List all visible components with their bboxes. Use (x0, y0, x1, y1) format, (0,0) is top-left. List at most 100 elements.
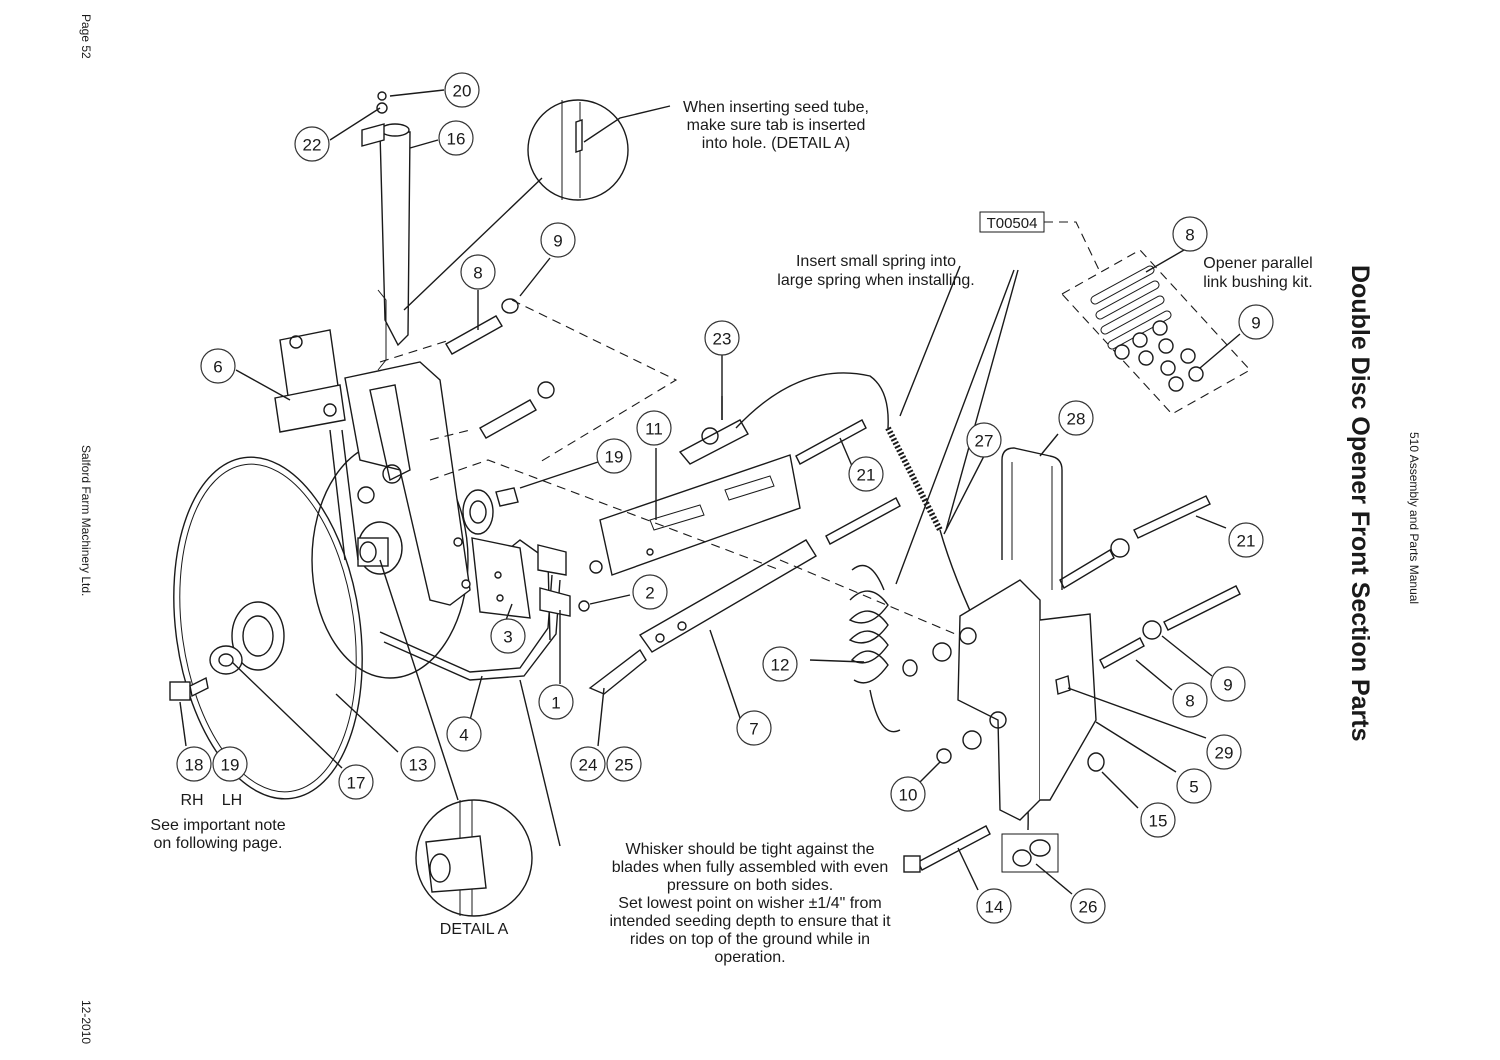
svg-text:make sure tab is inserted: make sure tab is inserted (687, 117, 866, 134)
callout-bubble: 24 (570, 746, 606, 782)
hub-bolt (169, 676, 209, 701)
callout-circle (400, 746, 436, 782)
callout-circle (294, 126, 330, 162)
svg-text:Whisker should be tight agains: Whisker should be tight against the (625, 841, 874, 858)
note-small-spring: Insert small spring into large spring wh… (777, 253, 974, 289)
callout-bubble: 21 (848, 456, 884, 492)
callout-bubble: 13 (400, 746, 436, 782)
callout-bubble: 9 (540, 222, 576, 258)
callout-circle (446, 716, 482, 752)
note-bushing-kit: Opener parallel link bushing kit. (1203, 255, 1312, 291)
leader-lines (179, 89, 1241, 895)
callout-circle (848, 456, 884, 492)
callout-bubble: 23 (704, 320, 740, 356)
svg-text:intended seeding depth to ensu: intended seeding depth to ensure that it (609, 913, 891, 930)
callout-bubble: 27 (966, 422, 1002, 458)
callout-bubble: 20 (444, 72, 480, 108)
callout-bubble: 2 (632, 574, 668, 610)
callout-bubble: 29 (1206, 734, 1242, 770)
callout-number: 1 (551, 694, 560, 713)
callout-number: 19 (221, 756, 240, 775)
front-disc-blade (173, 456, 363, 800)
callout-bubble: 14 (976, 888, 1012, 924)
callout-number: 8 (1185, 226, 1194, 245)
detail-a-circle (379, 559, 533, 917)
callout-number: 12 (771, 656, 790, 675)
callout-circle (1228, 522, 1264, 558)
company-name: Salford Farm Machinery Ltd. (79, 445, 93, 596)
callout-bubble: 9 (1210, 666, 1246, 702)
callout-number: 11 (645, 420, 663, 439)
callout-circle (606, 746, 642, 782)
callout-number: 24 (579, 756, 598, 775)
callout-bubble: 19 (212, 746, 248, 782)
svg-text:LH: LH (222, 792, 242, 809)
note-whisker: Whisker should be tight against the blad… (609, 841, 891, 966)
callout-bubble: 15 (1140, 802, 1176, 838)
callout-number: 5 (1189, 778, 1198, 797)
depth-adjust-plate (599, 454, 801, 576)
upper-bushings (445, 298, 555, 439)
callout-bubble: 12 (762, 646, 798, 682)
callout-number: 8 (1185, 692, 1194, 711)
svg-text:large spring when installing.: large spring when installing. (777, 272, 974, 289)
note-blade-sides: RH LH (180, 792, 242, 809)
callout-number: 14 (985, 898, 1004, 917)
callout-number: 18 (185, 756, 204, 775)
callout-circle (704, 320, 740, 356)
detail-top-circle (403, 99, 629, 311)
whisker (379, 539, 561, 681)
callout-bubble: 28 (1058, 400, 1094, 436)
callout-bubble: 4 (446, 716, 482, 752)
pivot-bolt (903, 825, 1059, 873)
callout-number: 3 (503, 628, 512, 647)
callout-circle (1210, 666, 1246, 702)
svg-text:on following page.: on following page. (154, 835, 283, 852)
callout-number: 26 (1079, 898, 1098, 917)
depth-handle (678, 396, 749, 465)
assembly-lines (379, 299, 961, 637)
svg-text:into hole. (DETAIL A): into hole. (DETAIL A) (702, 135, 851, 152)
callout-circle (1206, 734, 1242, 770)
mount-bracket (957, 579, 1097, 821)
callout-circle (1172, 216, 1208, 252)
large-spring (848, 564, 901, 733)
section-title: Double Disc Opener Front Section Parts (1346, 265, 1374, 741)
callout-circle (736, 710, 772, 746)
callout-bubble: 11 (636, 410, 672, 446)
callout-circle (636, 410, 672, 446)
callout-circle (1070, 888, 1106, 924)
callout-bubble: 16 (438, 120, 474, 156)
callout-number: 9 (1251, 314, 1260, 333)
callout-number: 22 (303, 136, 322, 155)
callout-number: 15 (1149, 812, 1168, 831)
callout-bubble: 8 (1172, 216, 1208, 252)
svg-text:link bushing kit.: link bushing kit. (1203, 274, 1312, 291)
callout-number: 10 (899, 786, 918, 805)
svg-text:When inserting seed tube,: When inserting seed tube, (683, 99, 869, 116)
opener-shank (274, 329, 471, 606)
callout-circle (540, 222, 576, 258)
callout-circle (762, 646, 798, 682)
detail-a-label: DETAIL A (440, 921, 509, 938)
callout-circle (1172, 682, 1208, 718)
callout-circle (212, 746, 248, 782)
callout-number: 19 (605, 448, 624, 467)
callout-bubble: 1 (538, 684, 574, 720)
callout-bubble: 21 (1228, 522, 1264, 558)
callout-bubble: 9 (1238, 304, 1274, 340)
callout-circle (460, 254, 496, 290)
callout-circle (966, 422, 1002, 458)
manual-title: 510 Assembly and Parts Manual (1407, 432, 1421, 604)
callout-number: 29 (1215, 744, 1234, 763)
callout-circle (490, 618, 526, 654)
svg-text:See important note: See important note (150, 817, 285, 834)
svg-text:Insert small spring into: Insert small spring into (796, 253, 956, 270)
callout-circle (632, 574, 668, 610)
seed-tube (361, 91, 411, 371)
svg-text:pressure on both sides.: pressure on both sides. (667, 877, 833, 894)
note-seed-tube: When inserting seed tube, make sure tab … (683, 99, 869, 152)
callout-circle (596, 438, 632, 474)
